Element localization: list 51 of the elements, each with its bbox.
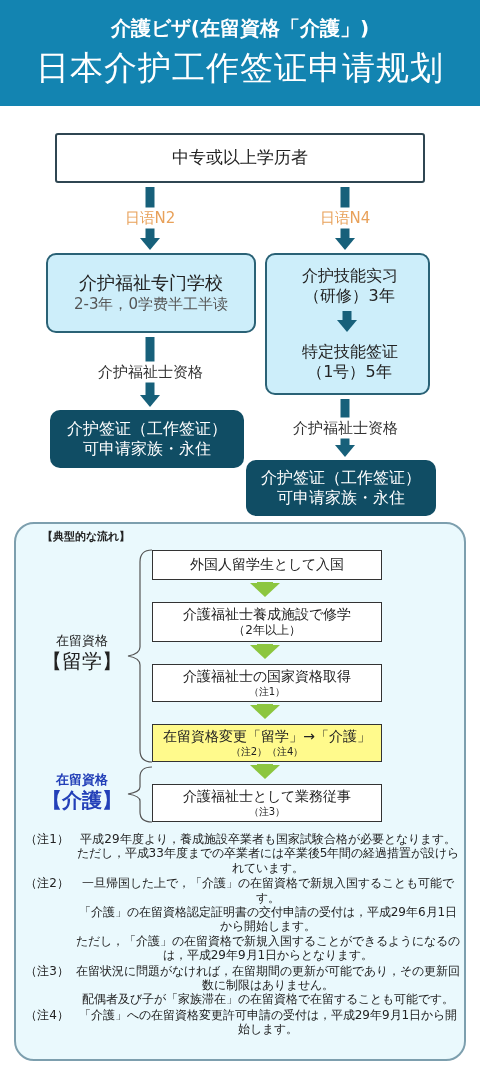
node-subtext: （注2）（注4） — [230, 745, 304, 758]
node-title: 外国人留学生として入国 — [190, 556, 344, 574]
node-title: 介護福祉士の国家資格取得 — [183, 668, 351, 686]
stage-box — [265, 253, 430, 395]
note-marker: （注4） — [24, 1007, 70, 1024]
highlight-step-box — [152, 724, 382, 762]
note-marker: （注2） — [24, 876, 70, 893]
node-title: 介护签证（工作签证）可申请家族・永住 — [66, 419, 228, 459]
note-marker: （注3） — [24, 963, 70, 980]
note-text: 在留状況に問題がなければ，在留期間の更新が可能であり，その更新回数に制限はありません。 — [75, 963, 461, 993]
note-text: 配偶者及び子が「家族滞在」の在留資格で在留することも可能です。 — [81, 992, 455, 1007]
bracket-caption: 【介護】 — [41, 788, 123, 813]
note-text: 一旦帰国した上で，「介護」の在留資格で新規入国することも可能です。 — [81, 876, 455, 905]
node-title: 介護福祉士養成施設で修学 — [183, 605, 351, 624]
node-subtext: 2-3年，0学费半工半读 — [73, 294, 228, 314]
panel-heading: 【典型的な流れ】 — [42, 530, 130, 544]
node-title: 介護福祉士として業務従事 — [183, 788, 351, 806]
note-text: 平成29年度より，養成施設卒業者も国家試験合格が必要となります。 — [79, 832, 457, 847]
note-text: 「介護」への在留資格変更許可申請の受付は，平成29年9月1日から開始します。 — [77, 1007, 459, 1037]
node-title: 介护签证（工作签证）可申请家族・永住 — [260, 468, 422, 508]
flow-panel — [14, 522, 466, 1061]
stage-box — [46, 253, 256, 333]
node-title: 介护技能实习（研修）3年 — [300, 266, 399, 306]
arrow — [250, 764, 280, 779]
arrow — [337, 311, 357, 332]
result-box — [246, 460, 436, 516]
arrow — [250, 644, 280, 659]
node-subtext: （注3） — [248, 805, 286, 818]
title: 日本介护工作签证申请规划 — [36, 47, 444, 89]
process-box — [55, 133, 425, 183]
node-subtext: （2年以上） — [233, 623, 301, 639]
node-subtext: （注1） — [248, 685, 286, 698]
step-box — [152, 602, 382, 642]
arrow — [250, 704, 280, 719]
node-title: 在留資格変更「留学」→「介護」 — [163, 728, 371, 746]
node-title: 介护福祉专门学校 — [79, 272, 223, 295]
node-title: 特定技能签证（1号）5年 — [300, 342, 399, 382]
note-text: ただし，平成33年度までの卒業者には卒業後5年間の経過措置が設けられています。 — [75, 846, 461, 876]
step-box — [152, 664, 382, 702]
arrow — [250, 582, 280, 597]
note-text: ただし，「介護」の在留資格で新規入国することができるようになるのは，平成29年9月1日からとなります。 — [75, 933, 461, 963]
node-title: 中专或以上学历者 — [172, 147, 308, 169]
bracket-caption: 在留資格 — [55, 633, 109, 650]
bracket-caption: 【留学】 — [41, 649, 123, 674]
subtitle: 介護ビザ(在留資格「介護」) — [110, 15, 370, 42]
step-box — [152, 784, 382, 822]
result-box — [50, 410, 244, 468]
note-text: 「介護」の在留資格認定証明書の交付申請の受付は，平成29年6月1日から開始します。 — [77, 904, 459, 934]
note-marker: （注1） — [24, 832, 70, 848]
step-box — [152, 550, 382, 580]
bracket-caption: 在留資格 — [55, 772, 109, 789]
